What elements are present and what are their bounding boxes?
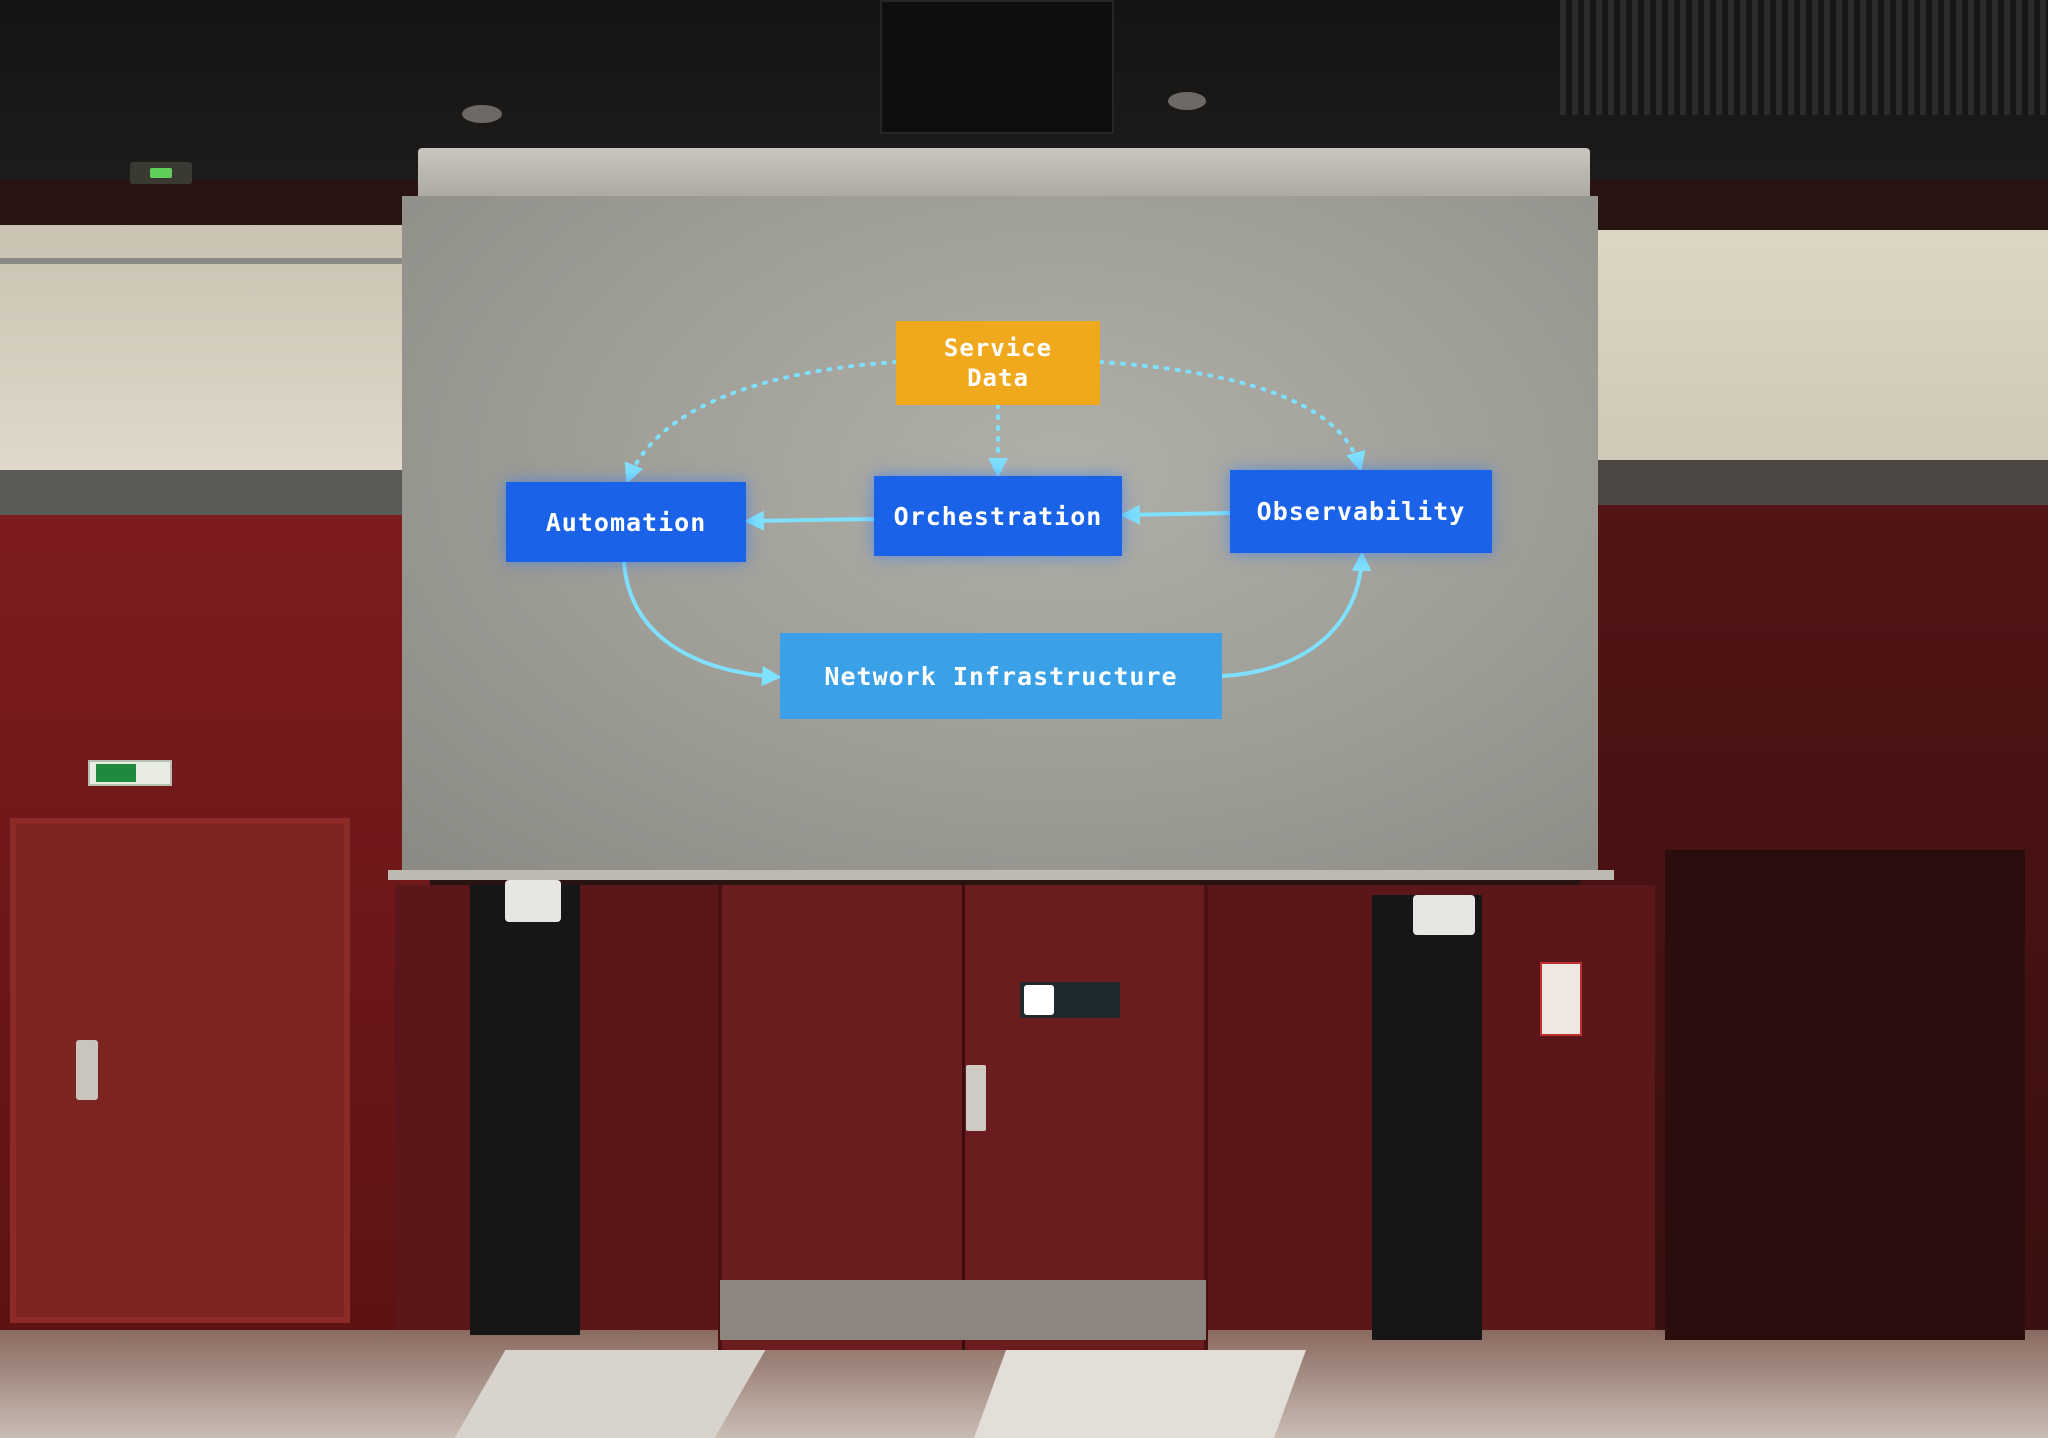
- exit-light-led: [150, 168, 172, 178]
- ceiling-vent: [1560, 0, 2048, 115]
- exit-sign-icon: [96, 764, 136, 782]
- door-handle: [76, 1040, 98, 1100]
- door-left: [10, 818, 350, 1323]
- door-split: [962, 885, 965, 1350]
- pillar-right: [1372, 895, 1482, 1340]
- node-orchestration: Orchestration: [874, 476, 1122, 556]
- screen-roller: [418, 148, 1590, 204]
- node-service-data-line2: Data: [967, 364, 1029, 392]
- door-right: [1665, 850, 2025, 1340]
- exclamation-icon: [1024, 985, 1054, 1015]
- node-network-infrastructure: Network Infrastructure: [780, 633, 1222, 719]
- edge-service-to-automation: [624, 360, 898, 484]
- pillar-left: [470, 885, 580, 1335]
- door-handle: [966, 1065, 986, 1131]
- node-automation: Automation: [506, 482, 746, 562]
- balcony-ledge: [0, 470, 440, 515]
- ceiling-light: [1168, 92, 1206, 110]
- node-service-data-line1: Service: [943, 334, 1053, 362]
- edge-network-to-observability: [1221, 551, 1372, 678]
- edge-observability-to-orchestration: [1120, 504, 1231, 525]
- balcony-railing: [0, 258, 440, 264]
- node-service-data: Service Data: [896, 321, 1100, 405]
- balcony-ledge: [1570, 460, 2048, 505]
- fire-extinguisher-sign: [1540, 962, 1582, 1036]
- ceiling-light: [462, 105, 502, 123]
- edge-automation-to-network: [622, 561, 782, 686]
- wall-speaker-right: [1413, 895, 1475, 935]
- wall-speaker-left: [505, 880, 561, 922]
- screen-bottom-bar: [388, 870, 1614, 880]
- edge-service-to-observability: [1098, 360, 1366, 472]
- balcony-right: [1570, 230, 2048, 470]
- node-observability: Observability: [1230, 470, 1492, 553]
- door-kick-plate: [720, 1280, 1206, 1340]
- edge-orchestration-to-automation: [744, 510, 875, 531]
- balcony-left: [0, 225, 440, 470]
- ceiling-speaker: [880, 0, 1114, 134]
